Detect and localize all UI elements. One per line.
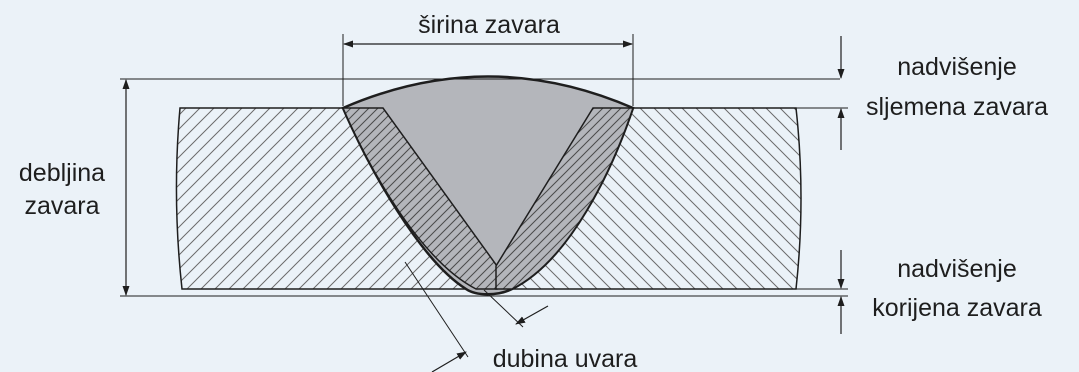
right-fusion-zone bbox=[495, 107, 635, 290]
penetration-arrow-right bbox=[515, 305, 549, 325]
penetration-label: dubina uvara bbox=[493, 345, 638, 372]
root-label-line2: korijena zavara bbox=[872, 294, 1042, 322]
thickness-label-line1: debljina bbox=[19, 159, 105, 187]
left-fusion-zone bbox=[341, 107, 498, 290]
root-label-line1: nadvišenje bbox=[897, 255, 1017, 283]
thickness-label-line2: zavara bbox=[24, 192, 99, 220]
weld-width-label: širina zavara bbox=[418, 11, 560, 39]
cap-label-line1: nadvišenje bbox=[897, 53, 1017, 81]
left-plate bbox=[175, 107, 499, 290]
penetration-extension-a bbox=[404, 261, 469, 358]
penetration-arrow-left bbox=[431, 351, 467, 372]
cap-label-line2: sljemena zavara bbox=[866, 93, 1048, 121]
